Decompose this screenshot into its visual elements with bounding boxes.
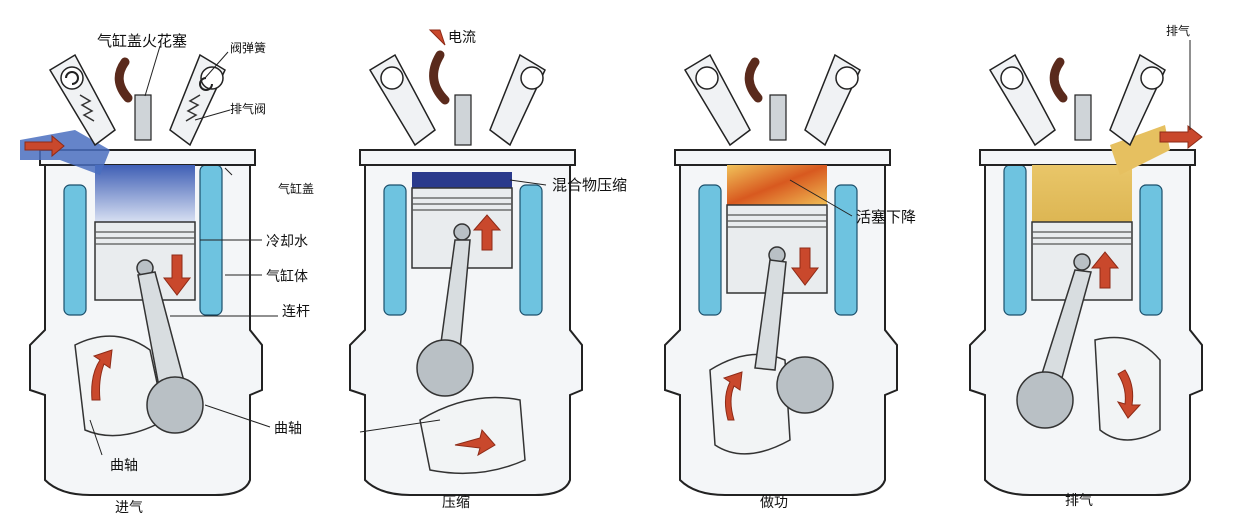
exhaust-charge (1032, 165, 1132, 225)
label-piston-down: 活塞下降 (856, 208, 916, 226)
intake-valve (368, 53, 436, 147)
crank-rotation-arrow (91, 349, 113, 401)
crank-pin (1016, 371, 1074, 429)
label-crankshaft-left: 曲轴 (110, 458, 138, 474)
crank-web (709, 353, 791, 455)
caption-exhaust: 排气 (1065, 493, 1093, 509)
label-current: 电流 (448, 30, 476, 46)
piston-up-arrow (1090, 251, 1120, 289)
caption-power: 做功 (760, 495, 788, 511)
connecting-rod (754, 259, 787, 371)
crank-rotation-arrow (454, 428, 496, 457)
exhaust-valve (1109, 53, 1166, 147)
combustion-charge (727, 165, 827, 205)
coolant-jacket-left (383, 184, 407, 316)
crank-rotation-arrow (1116, 369, 1142, 419)
engine-intake (20, 53, 263, 496)
piston-down-arrow (790, 247, 820, 286)
intake-port (20, 130, 110, 175)
piston-up-arrow (472, 214, 502, 251)
label-coolant: 冷却水 (266, 234, 308, 250)
piston-down-arrow (162, 254, 192, 296)
crank-rotation-arrow (722, 371, 743, 421)
coolant-jacket-right (1139, 184, 1163, 316)
crank-pin (776, 356, 834, 414)
exhaust-valve (804, 53, 861, 147)
intake-valve (683, 53, 751, 147)
exhaust-port (1110, 125, 1170, 175)
spark-plug (134, 94, 152, 141)
coolant-jacket-right (834, 184, 858, 316)
engine-power (664, 53, 898, 496)
spark-plug (1074, 94, 1092, 141)
label-crankshaft-right: 曲轴 (274, 421, 302, 437)
label-connecting-rod: 连杆 (282, 304, 310, 320)
label-valve-spring: 阀弹簧 (230, 40, 266, 55)
spark-plug (769, 94, 787, 141)
label-mixture-compress: 混合物压缩 (552, 176, 627, 194)
compressed-charge (412, 172, 512, 188)
label-cylinder-block: 气缸体 (266, 268, 308, 285)
exhaust-valve (169, 53, 226, 147)
coolant-jacket-right (519, 184, 543, 316)
label-exhaust-valve: 排气阀 (230, 101, 266, 116)
current-arrow (428, 29, 446, 46)
caption-compression: 压缩 (442, 495, 470, 511)
label-exhaust-top: 排气 (1166, 23, 1190, 38)
label-spark-plug: 气缸盖火花塞 (97, 32, 187, 50)
intake-valve (988, 53, 1056, 147)
coolant-jacket-left (63, 184, 87, 316)
caption-intake: 进气 (115, 500, 143, 516)
coolant-jacket-left (698, 184, 722, 316)
crank-web (419, 396, 526, 475)
crank-pin (416, 339, 474, 397)
exhaust-arrow (1159, 124, 1203, 150)
intake-valve (48, 53, 116, 147)
engine-exhaust (969, 53, 1203, 496)
intake-charge (95, 165, 195, 225)
spark-plug (454, 94, 472, 146)
exhaust-valve (489, 53, 546, 147)
engine-compression (349, 29, 583, 496)
coolant-jacket-left (1003, 164, 1027, 316)
crank-pin (146, 376, 204, 434)
label-cylinder-head: 气缸盖 (278, 181, 314, 196)
intake-arrow (24, 134, 65, 158)
